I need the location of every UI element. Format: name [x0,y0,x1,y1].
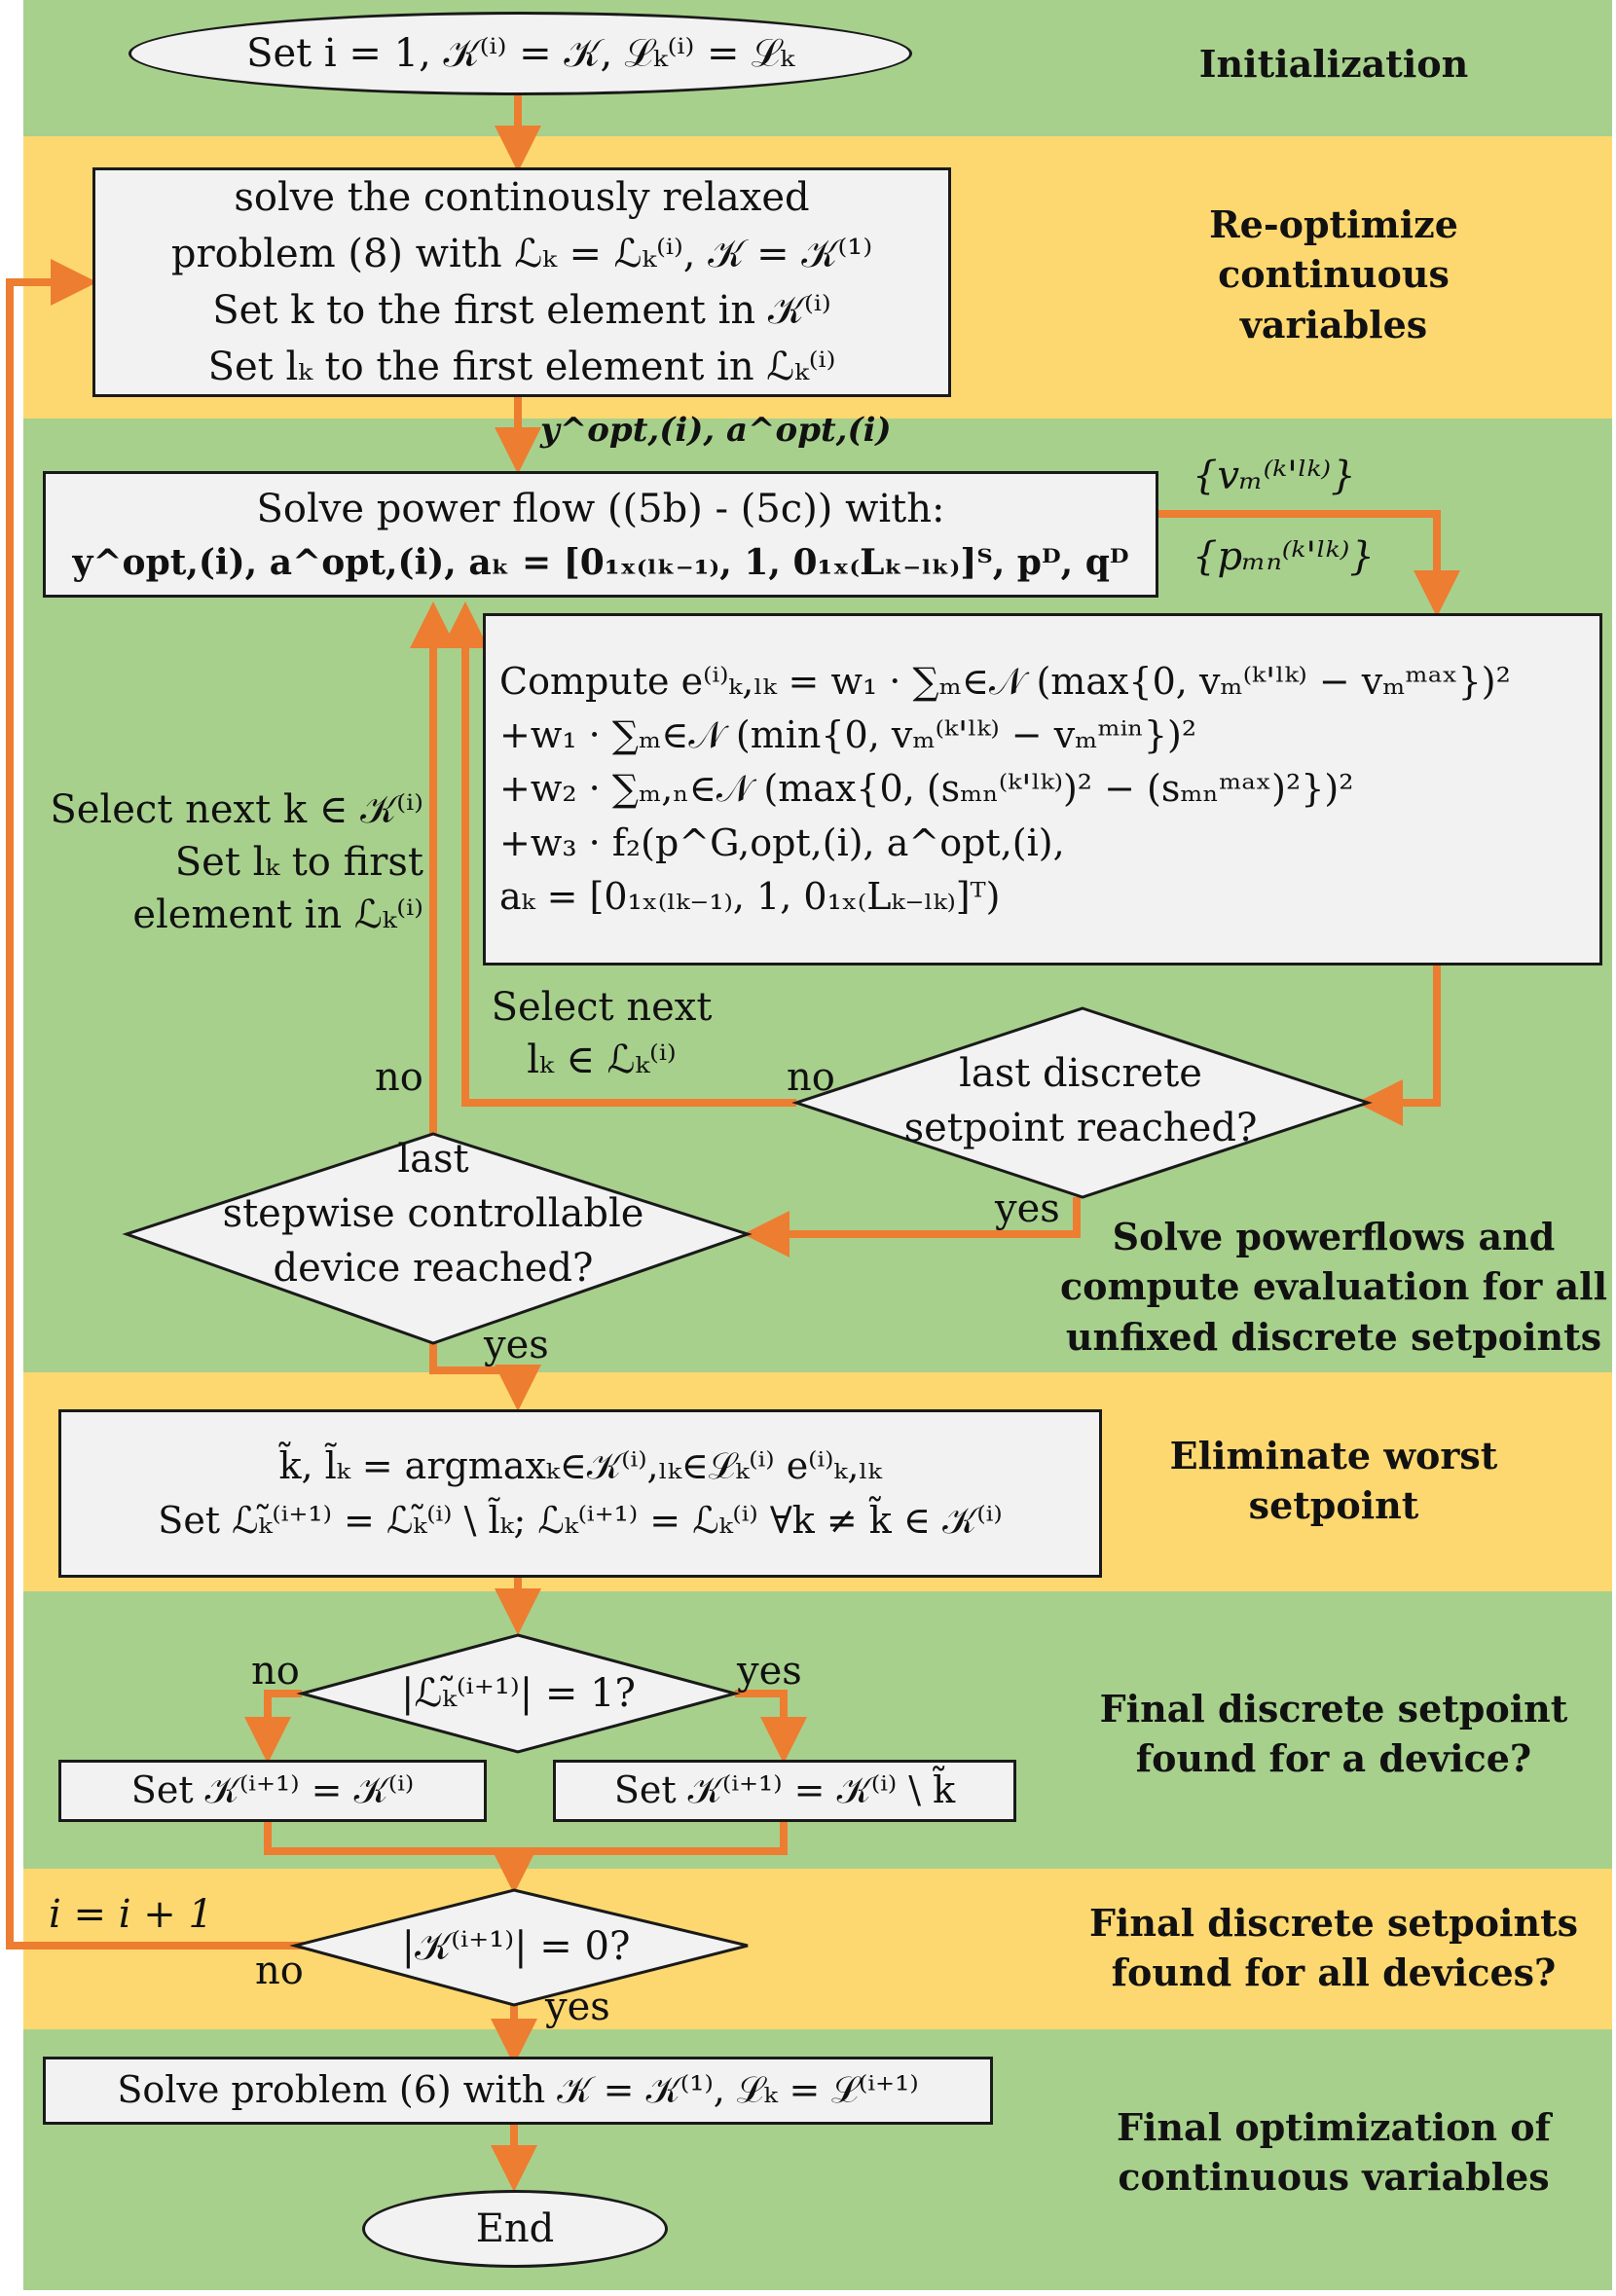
label-no-setpoint: no [787,1055,835,1100]
select-l-line-2: lₖ ∈ ℒₖ⁽ⁱ⁾ [527,1038,677,1082]
relax-problem-box: solve the continously relaxed problem (8… [92,167,951,397]
arrow-card-one-no [244,1690,302,1764]
pf-line-1: Solve power flow ((5b) - (5c)) with: [256,486,945,531]
decision-setpoint-text: last discrete setpoint reached? [857,1046,1304,1155]
eval-line-3: +w₂ · ∑ₘ,ₙ∈𝒩 (max{0, (sₘₙ⁽ᵏ'ˡᵏ⁾)² − (sₘₙ… [499,767,1354,811]
arrow-join-left [264,1820,514,1855]
start-text: Set i = 1, 𝒦⁽ⁱ⁾ = 𝒦, ℒₖ⁽ⁱ⁾ = ℒₖ [246,31,794,76]
relax-line-4: Set lₖ to the first element in ℒₖ⁽ⁱ⁾ [207,345,836,389]
dec-device-line-1: last [397,1137,469,1182]
stage-solve-powerflows: Solve powerflows and compute evaluation … [1059,1215,1608,1359]
stage-final-device: Final discrete setpoint found for a devi… [1099,1687,1568,1781]
relax-line-3: Set k to the first element in 𝒦⁽ⁱ⁾ [212,288,831,333]
dec-device-line-2: stepwise controllable [222,1191,644,1236]
arrow-no-select-next-l [442,601,796,1107]
decision-card-one-shape [296,1633,741,1754]
stage-reoptimize: Re-optimize continuous variables [1209,202,1458,346]
label-yes-card-one: yes [737,1649,802,1694]
label-i-increment: i = i + 1 [49,1892,213,1937]
label-v-mkl: {vₘ⁽ᵏ'ˡᵏ⁾} [1193,454,1356,498]
label-no-device: no [375,1055,423,1100]
dec-device-line-3: device reached? [273,1246,594,1291]
label-no-card-one: no [251,1649,300,1694]
select-k-line-2: Set lₖ to first [174,840,423,885]
elim-line-2: Set ℒₖ̃⁽ⁱ⁺¹⁾ = ℒₖ̃⁽ⁱ⁾ \ l̃ₖ; ℒₖ⁽ⁱ⁺¹⁾ = ℒ… [158,1498,1003,1542]
eval-line-4: +w₃ · f₂(p^G,opt,(i), a^opt,(i), [499,820,1065,864]
label-select-next-k: Select next k ∈ 𝒦⁽ⁱ⁾ Set lₖ to first ele… [24,784,423,941]
arrow-powerflow-to-eval [1158,510,1460,617]
eliminate-box: k̃, l̃ₖ = argmaxₖ∈𝒦⁽ⁱ⁾,ₗₖ∈ℒₖ⁽ⁱ⁾ e⁽ⁱ⁾ₖ,ₗₖ… [58,1409,1102,1578]
dec-setpoint-line-1: last discrete [959,1051,1202,1096]
select-k-line-3: element in ℒₖ⁽ⁱ⁾ [132,893,423,937]
set-k-minus-box: Set 𝒦⁽ⁱ⁺¹⁾ = 𝒦⁽ⁱ⁾ \ k̃ [553,1760,1016,1822]
pf-line-2: y^opt,(i), a^opt,(i), aₖ = [0₁ₓ₍ₗₖ₋₁₎, 1… [72,541,1129,583]
final-solve-text: Solve problem (6) with 𝒦 = 𝒦⁽¹⁾, ℒₖ = ℒ⁽… [117,2068,919,2112]
label-select-next-l: Select next lₖ ∈ ℒₖ⁽ⁱ⁾ [485,981,718,1086]
label-yes-card-zero: yes [545,1985,610,2029]
set-k-minus-text: Set 𝒦⁽ⁱ⁺¹⁾ = 𝒦⁽ⁱ⁾ \ k̃ [613,1768,956,1812]
power-flow-box: Solve power flow ((5b) - (5c)) with: y^o… [43,471,1158,598]
stage-initialization: Initialization [1198,42,1469,86]
decision-device-text: last stepwise controllable device reache… [190,1132,677,1295]
decision-card-one-text: |ℒₖ̃⁽ⁱ⁺¹⁾| = 1? [400,1671,637,1716]
arrow-join-right [491,1820,788,1894]
set-k-same-box: Set 𝒦⁽ⁱ⁺¹⁾ = 𝒦⁽ⁱ⁾ [58,1760,487,1822]
elim-line-1: k̃, l̃ₖ = argmaxₖ∈𝒦⁽ⁱ⁾,ₗₖ∈ℒₖ⁽ⁱ⁾ e⁽ⁱ⁾ₖ,ₗₖ [278,1444,882,1488]
stage-final-all: Final discrete setpoints found for all d… [1088,1901,1579,1995]
label-p-mnkl: {pₘₙ⁽ᵏ'ˡᵏ⁾} [1193,534,1375,579]
evaluation-box: Compute e⁽ⁱ⁾ₖ,ₗₖ = w₁ · ∑ₘ∈𝒩 (max{0, vₘ⁽… [483,613,1602,966]
decision-card-zero-text: |𝒦⁽ⁱ⁺¹⁾| = 0? [401,1924,631,1969]
decision-setpoint-shape [791,1006,1373,1199]
label-y-a-opt: y^opt,(i), a^opt,(i) [540,411,892,450]
label-yes-device: yes [484,1323,549,1367]
decision-device-shape [122,1132,753,1345]
end-text: End [475,2206,555,2251]
arrow-eval-to-decision [1356,964,1441,1126]
end-node: End [362,2190,668,2268]
relax-line-1: solve the continously relaxed [234,175,810,220]
final-solve-box: Solve problem (6) with 𝒦 = 𝒦⁽¹⁾, ℒₖ = ℒ⁽… [43,2057,993,2125]
arrow-device-yes-to-elim [429,1343,541,1411]
eval-line-5: aₖ = [0₁ₓ₍ₗₖ₋₁₎, 1, 0₁ₓ₍Lₖ₋ₗₖ₎]ᵀ) [499,874,1001,918]
select-k-line-1: Select next k ∈ 𝒦⁽ⁱ⁾ [50,787,423,832]
label-no-card-zero: no [255,1949,304,1993]
eval-line-2: +w₁ · ∑ₘ∈𝒩 (min{0, vₘ⁽ᵏ'ˡᵏ⁾ − vₘᵐⁱⁿ})² [499,713,1197,757]
eval-line-1: Compute e⁽ⁱ⁾ₖ,ₗₖ = w₁ · ∑ₘ∈𝒩 (max{0, vₘ⁽… [499,660,1511,704]
decision-card-zero-shape [289,1888,749,2007]
arrow-yes-to-device-decision [743,1197,1081,1257]
select-l-line-1: Select next [491,985,713,1030]
stage-eliminate: Eliminate worst setpoint [1169,1434,1498,1528]
arrow-card-one-yes [735,1690,807,1764]
stage-final-opt: Final optimization of continuous variabl… [1117,2105,1551,2200]
set-k-same-text: Set 𝒦⁽ⁱ⁺¹⁾ = 𝒦⁽ⁱ⁾ [130,1768,415,1812]
relax-line-2: problem (8) with ℒₖ = ℒₖ⁽ⁱ⁾, 𝒦 = 𝒦⁽¹⁾ [170,232,873,276]
dec-setpoint-line-2: setpoint reached? [903,1106,1258,1150]
arrow-card-zero-no-loop [6,259,312,1950]
start-node: Set i = 1, 𝒦⁽ⁱ⁾ = 𝒦, ℒₖ⁽ⁱ⁾ = ℒₖ [129,12,912,95]
label-yes-setpoint: yes [995,1186,1060,1231]
